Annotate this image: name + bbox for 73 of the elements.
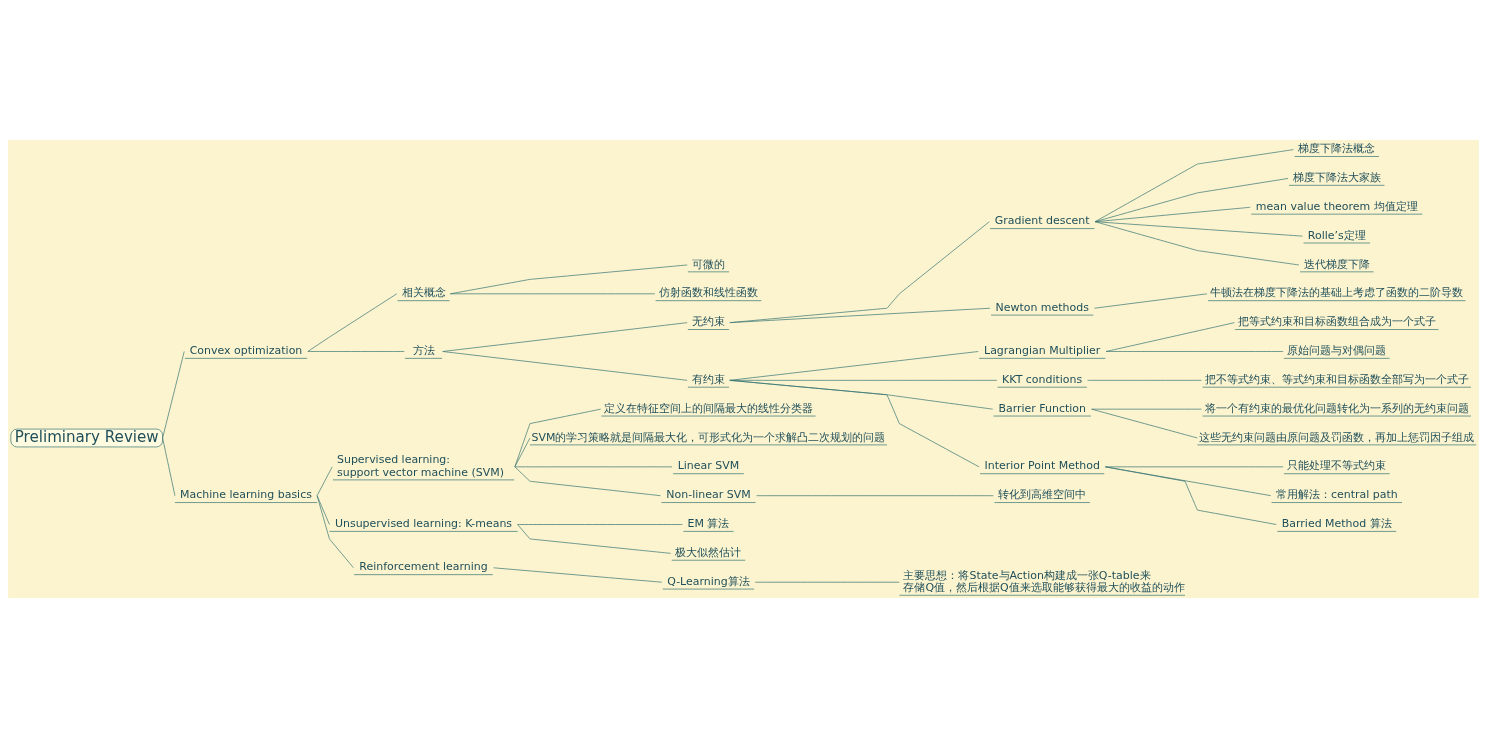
node-text: Newton methods [995, 300, 1089, 314]
node-text: 主要思想：将State与Action构建成一张Q-table来存储Q值，然后根据Q值来选取能够获得最大的收益的动作 [903, 568, 1185, 594]
connector [729, 307, 991, 323]
node-text: Gradient descent [994, 214, 1090, 228]
node-text: EM 算法 [687, 517, 730, 531]
node-text: mean value theorem 均值定理 [1255, 199, 1418, 213]
node-text: Rolle’s定理 [1307, 228, 1366, 242]
node-text: SVM的学习策略就是间隔最大化，可形式化为一个求解凸二次规划的问题 [531, 430, 886, 444]
node-text: 仿射函数和线性函数 [658, 286, 758, 300]
connector [1091, 408, 1198, 439]
node-text: 极大似然估计 [675, 545, 742, 559]
node-text: 梯度下降法大家族 [1292, 171, 1381, 185]
connector [517, 524, 683, 525]
node-text: Linear SVM [677, 459, 740, 473]
node-text: 可微的 [691, 257, 725, 271]
connector [729, 380, 980, 468]
connector [514, 408, 602, 468]
node-text: Machine learning basics [180, 488, 312, 502]
node-text: 定义在特征空间上的间隔最大的线性分类器 [603, 401, 813, 415]
connector [307, 351, 405, 352]
connector [316, 495, 354, 569]
connector [514, 466, 661, 497]
node-text: 原始问题与对偶问题 [1287, 344, 1387, 358]
node-text: Q-Learning算法 [667, 574, 750, 588]
node-box: Preliminary Review [10, 428, 163, 448]
connector [316, 495, 330, 525]
node-text: 把不等式约束、等式约束和目标函数全部写为一个式子 [1204, 372, 1469, 386]
connector [493, 567, 663, 583]
node-text: Interior Point Method [984, 459, 1100, 473]
node-text: Unsupervised learning: K-means [334, 517, 513, 531]
node-text: Convex optimization [189, 344, 303, 358]
connector [442, 351, 688, 381]
node-text: 将一个有约束的最优化问题转化为一系列的无约束问题 [1204, 401, 1469, 415]
connector [1087, 380, 1202, 381]
connector [1094, 221, 1300, 266]
connector [1094, 293, 1208, 309]
connector [316, 466, 333, 497]
connector [162, 437, 176, 497]
connector [1105, 466, 1277, 525]
connector [307, 293, 398, 352]
node-text: Supervised learning: support vector machine (SVM) [337, 453, 504, 479]
node-text: 无约束 [691, 315, 725, 329]
connector [729, 221, 990, 323]
node-text: 方法 [412, 344, 435, 358]
connector [1105, 322, 1235, 352]
node-text: 有约束 [691, 372, 725, 386]
node-text: 相关概念 [401, 286, 446, 300]
node-text: Barrier Function [998, 401, 1086, 415]
node-text: 梯度下降法概念 [1298, 142, 1376, 156]
node-text: 转化到高维空间中 [998, 488, 1087, 502]
connector [517, 524, 672, 554]
connector [514, 437, 531, 468]
node-text: Reinforcement learning [359, 560, 488, 574]
connector [1094, 221, 1303, 237]
node-text: 牛顿法在梯度下降法的基础上考虑了函数的二阶导数 [1210, 286, 1464, 300]
node-text: KKT conditions [1002, 372, 1083, 386]
connector [1094, 178, 1289, 223]
node-text: 迭代梯度下降 [1303, 257, 1370, 271]
node-text: 常用解法：central path [1275, 488, 1398, 502]
connector [449, 293, 656, 295]
node-text: 把等式约束和目标函数组合成为一个式子 [1237, 315, 1436, 329]
node-text: Non-linear SVM [666, 488, 751, 502]
connector [162, 351, 185, 439]
connector [1105, 466, 1284, 468]
node-text: 这些无约束问题由原问题及罚函数，再加上惩罚因子组成 [1199, 430, 1475, 444]
connector [514, 466, 673, 468]
connector [729, 351, 979, 381]
node-text: 只能处理不等式约束 [1287, 459, 1387, 473]
connector [1094, 149, 1294, 223]
connector [449, 264, 688, 295]
node-text: Lagrangian Multiplier [984, 344, 1101, 358]
node-text: Barried Method 算法 [1281, 517, 1392, 531]
connector [1105, 351, 1284, 352]
